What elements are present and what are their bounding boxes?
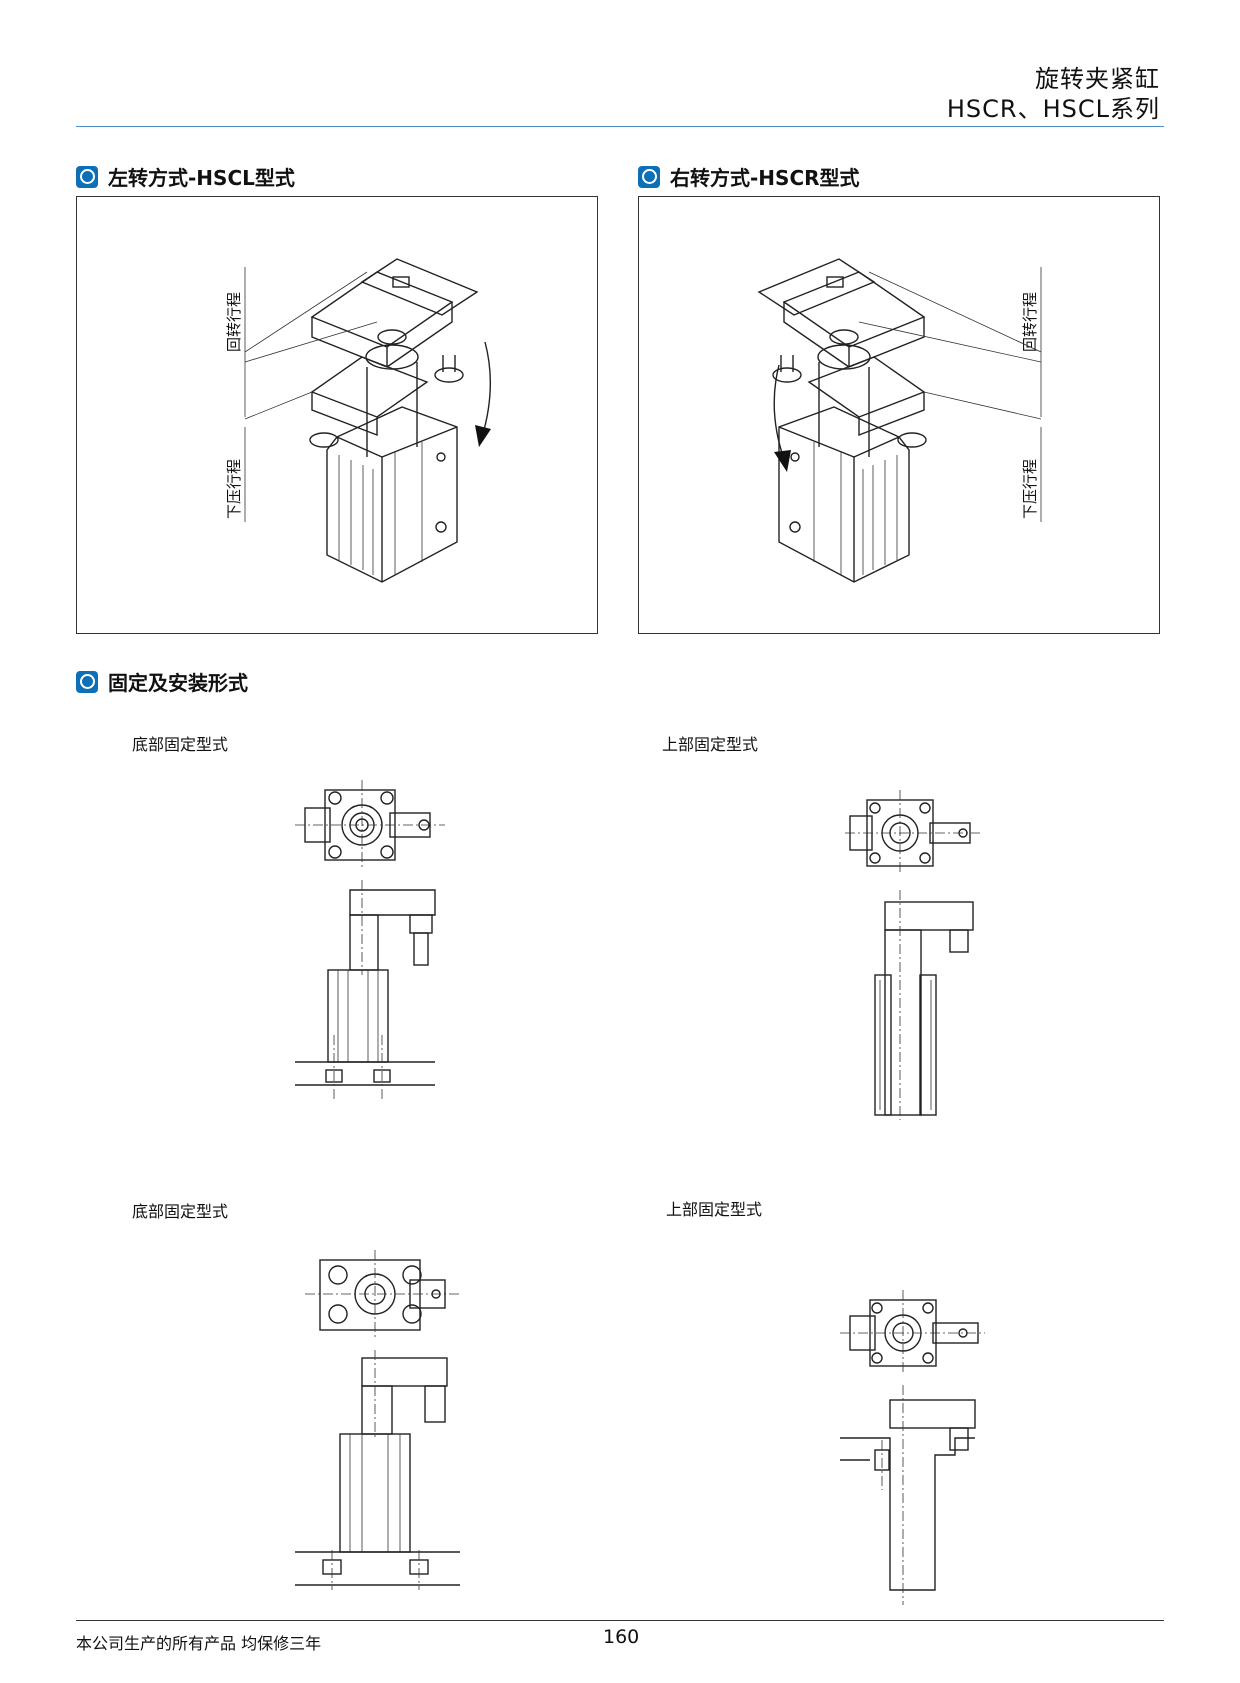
mounting-label-bottom-right: 上部固定型式 xyxy=(666,1200,763,1219)
mounting-label-top-right: 上部固定型式 xyxy=(662,735,759,754)
bottom-mount-drawing-1 xyxy=(295,780,445,1100)
section-bullet-icon xyxy=(76,165,98,188)
section-title: 左转方式-HSCL型式 xyxy=(108,166,295,190)
press-stroke-label: 下压行程 xyxy=(1021,459,1039,519)
top-mount-drawing-1 xyxy=(845,790,980,1120)
section-heading-right-turn: 右转方式-HSCR型式 xyxy=(638,162,860,191)
header-divider xyxy=(76,126,1164,127)
section-title: 右转方式-HSCR型式 xyxy=(670,166,860,190)
bottom-mount-drawing-2 xyxy=(295,1250,460,1590)
section-title: 固定及安装形式 xyxy=(108,671,248,695)
mounting-label-bottom-left: 底部固定型式 xyxy=(132,1202,229,1221)
footer-divider xyxy=(76,1620,1164,1621)
page-header: 旋转夹紧缸 HSCR、HSCL系列 xyxy=(947,64,1160,124)
mounting-label-top-left: 底部固定型式 xyxy=(132,735,229,754)
hscr-diagram-panel: 回转行程 下压行程 xyxy=(638,196,1160,634)
page-number: 160 xyxy=(603,1626,640,1648)
header-title-line1: 旋转夹紧缸 xyxy=(1035,65,1160,93)
hscl-cylinder-illustration: 回转行程 下压行程 xyxy=(225,258,491,583)
top-mount-drawing-2 xyxy=(840,1290,985,1605)
section-bullet-icon xyxy=(76,670,98,693)
hscr-cylinder-illustration: 回转行程 下压行程 xyxy=(757,258,1042,583)
section-heading-left-turn: 左转方式-HSCL型式 xyxy=(76,162,295,191)
press-stroke-label: 下压行程 xyxy=(225,459,243,519)
header-title-line2: HSCR、HSCL系列 xyxy=(946,95,1160,123)
rotation-stroke-label: 回转行程 xyxy=(225,292,243,352)
section-heading-mounting: 固定及安装形式 xyxy=(76,667,248,696)
hscl-diagram-panel: 回转行程 下压行程 xyxy=(76,196,598,634)
section-bullet-icon xyxy=(638,165,660,188)
rotation-stroke-label: 回转行程 xyxy=(1021,292,1039,352)
footer-warranty: 本公司生产的所有产品 均保修三年 xyxy=(76,1634,322,1653)
